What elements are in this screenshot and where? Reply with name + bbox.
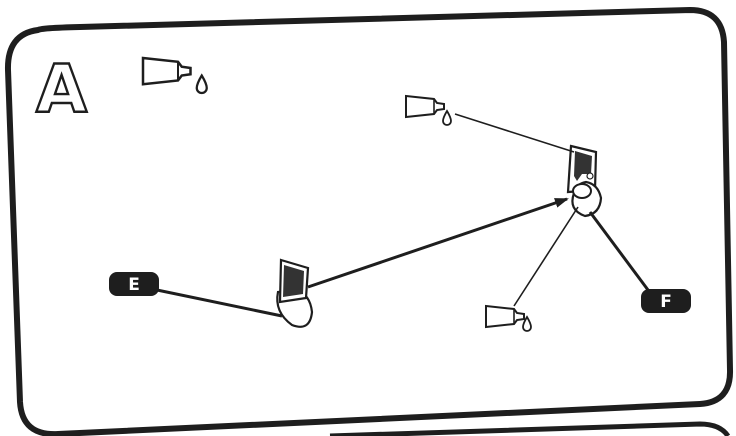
glue-point-bottom-icon [485,206,579,332]
step-letter: A [36,51,87,128]
label-f-text: F [660,292,672,312]
panel-border [4,7,734,436]
glue-point-top-icon [405,95,575,153]
label-e-text: E [128,275,140,295]
part-e-piece [276,258,314,328]
label-f-badge: F [588,211,691,313]
assembly-arrow [307,197,569,289]
part-f-piece [566,144,603,218]
glue-legend-icon [141,56,208,95]
next-panel-edge [329,421,731,436]
label-e-badge: E [109,272,283,318]
